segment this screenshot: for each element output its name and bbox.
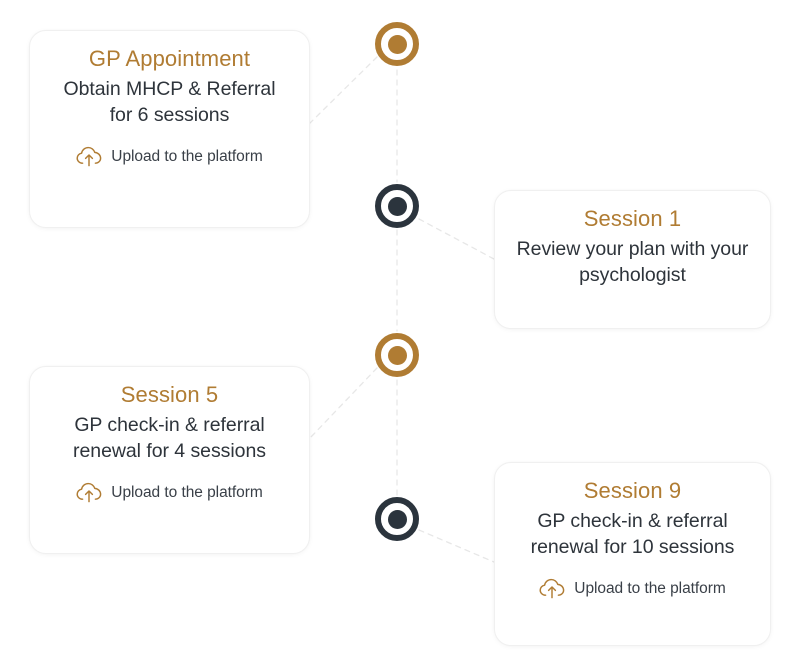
step-card-body-line-1: Review your plan with your (516, 238, 749, 261)
step-card-title: Session 5 (120, 382, 219, 407)
connector-diagonal-marker2-card-s1 (418, 218, 495, 260)
step-card-body-line-1: Obtain MHCP & Referral (63, 78, 276, 101)
step-card-body-line-1: GP check-in & referral (537, 510, 728, 533)
timeline-marker-2[interactable] (375, 184, 419, 228)
timeline-marker-core (387, 345, 407, 365)
timeline-marker-core (387, 196, 407, 216)
timeline-marker-ring (375, 22, 419, 66)
timeline-marker-1[interactable] (375, 22, 419, 66)
step-card-title: Session 9 (583, 478, 682, 503)
timeline-marker-ring (375, 333, 419, 377)
upload-action-label: Upload to the platform (111, 147, 263, 165)
timeline-marker-4[interactable] (375, 497, 419, 541)
timeline-marker-ring (375, 497, 419, 541)
step-card-gp-appointment[interactable]: GP Appointment Obtain MHCP & Referral fo… (29, 30, 310, 228)
upload-action-row[interactable]: Upload to the platform (46, 146, 293, 167)
upload-action-label: Upload to the platform (574, 579, 726, 597)
upload-action-label: Upload to the platform (111, 483, 263, 501)
timeline-marker-core (387, 34, 407, 54)
step-card-title: Session 1 (583, 206, 682, 231)
step-card-body-line-2: renewal for 10 sessions (530, 536, 735, 559)
upload-action-row[interactable]: Upload to the platform (46, 482, 293, 503)
cloud-upload-icon (76, 482, 102, 503)
timeline-marker-core (387, 509, 407, 529)
step-card-body-line-1: GP check-in & referral (74, 414, 265, 437)
connector-diagonal-marker3-card-s5 (309, 367, 378, 439)
connector-diagonal-marker1-card-gp (308, 56, 378, 125)
timeline-marker-3[interactable] (375, 333, 419, 377)
cloud-upload-icon (76, 146, 102, 167)
step-card-session-9[interactable]: Session 9 GP check-in & referral renewal… (494, 462, 771, 646)
timeline-marker-ring (375, 184, 419, 228)
connector-diagonal-marker4-card-s9 (418, 529, 495, 563)
step-card-session-1[interactable]: Session 1 Review your plan with your psy… (494, 190, 771, 329)
step-card-body-line-2: renewal for 4 sessions (73, 440, 266, 463)
step-card-title: GP Appointment (88, 46, 251, 71)
upload-action-row[interactable]: Upload to the platform (511, 578, 754, 599)
step-card-body-line-2: for 6 sessions (109, 104, 230, 127)
step-card-body-line-2: psychologist (579, 264, 686, 287)
step-card-session-5[interactable]: Session 5 GP check-in & referral renewal… (29, 366, 310, 554)
cloud-upload-icon (539, 578, 565, 599)
